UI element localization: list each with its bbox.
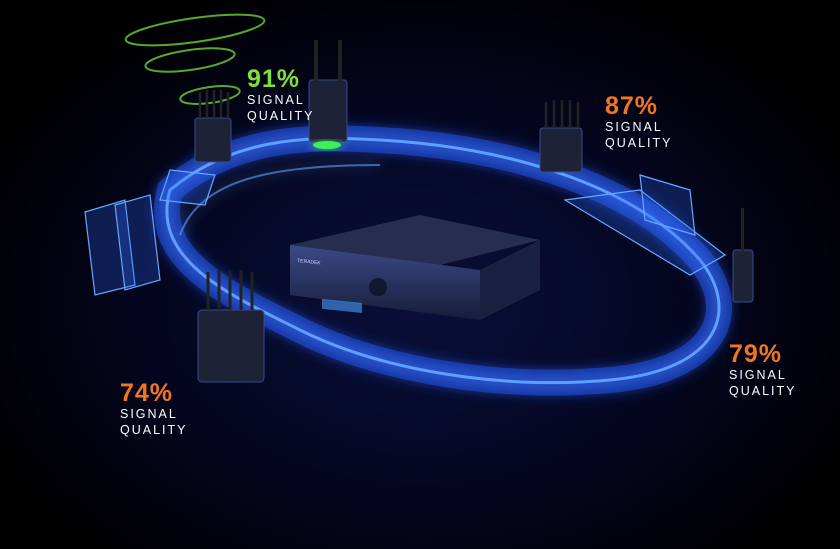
signal-percent: 91% [247, 65, 301, 93]
receiver-right-top-stat: 87% SIGNAL QUALITY [605, 93, 673, 151]
central-receiver-unit [290, 215, 540, 320]
quality-label: QUALITY [605, 136, 673, 150]
receiver-right-stat: 79% SIGNAL QUALITY [729, 341, 797, 399]
receiver-top-stat: 91% SIGNAL QUALITY [247, 66, 315, 124]
quality-label: QUALITY [120, 423, 188, 437]
transmitter-right [732, 208, 754, 303]
quality-label: QUALITY [247, 109, 315, 123]
signal-percent: 79% [729, 340, 783, 368]
receiver-left-stat: 74% SIGNAL QUALITY [120, 380, 188, 438]
signal-percent: 74% [120, 379, 174, 407]
transmitter-upper-right [539, 100, 583, 173]
signal-track [153, 125, 732, 396]
transmitter-top [308, 40, 348, 149]
transmitter-upper-left [194, 90, 232, 163]
signal-percent: 87% [605, 92, 659, 120]
quality-label: QUALITY [729, 384, 797, 398]
signal-label: SIGNAL [120, 407, 178, 421]
transmitter-left [197, 270, 265, 383]
signal-label: SIGNAL [729, 368, 787, 382]
wireless-signal-rings [124, 13, 266, 105]
signal-label: SIGNAL [605, 120, 663, 134]
brand-logo: TERADEK [297, 258, 322, 267]
signal-label: SIGNAL [247, 93, 305, 107]
barrier-blocks [84, 169, 727, 296]
